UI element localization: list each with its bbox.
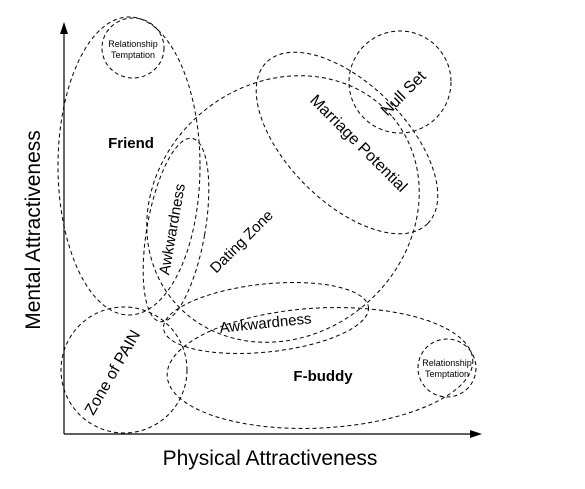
zone-of-pain-outline: [60, 306, 188, 434]
awkwardness-horizontal-label: Awkwardness: [219, 310, 313, 337]
x-axis-arrowhead: [470, 430, 482, 438]
friend-label: Friend: [108, 135, 154, 152]
null-set-outline: [348, 30, 452, 134]
relationship-temptation-right-label-line1: Relationship: [422, 358, 472, 368]
f-buddy-label: F-buddy: [293, 368, 353, 385]
dating-zone-label: Dating Zone: [207, 207, 277, 277]
x-axis-label: Physical Attractiveness: [163, 447, 378, 470]
relationship-temptation-top-label-line2: Temptation: [111, 50, 155, 60]
axes: [60, 22, 482, 438]
y-axis-arrowhead: [60, 22, 68, 34]
relationship-temptation-top-outline: [101, 17, 165, 79]
null-set-label: Null Set: [378, 68, 430, 120]
awkwardness-vertical-outline: [142, 137, 210, 323]
f-buddy-outline: [166, 307, 474, 429]
marriage-potential-outline: [255, 51, 439, 235]
awkwardness-vertical-label: Awkwardness: [156, 182, 189, 276]
relationship-temptation-right-label-line2: Temptation: [425, 369, 469, 379]
zone-of-pain-label: Zone of PAIN: [82, 327, 144, 418]
relationship-temptation-top-label-line1: Relationship: [108, 39, 158, 49]
friend-region-outline: [57, 16, 201, 316]
region-outlines: [57, 16, 477, 434]
y-axis-label: Mental Attractiveness: [22, 130, 45, 330]
dating-zone-outline: [146, 75, 420, 343]
relationship-temptation-right-outline: [417, 338, 477, 398]
awkwardness-horizontal-outline: [163, 282, 369, 354]
